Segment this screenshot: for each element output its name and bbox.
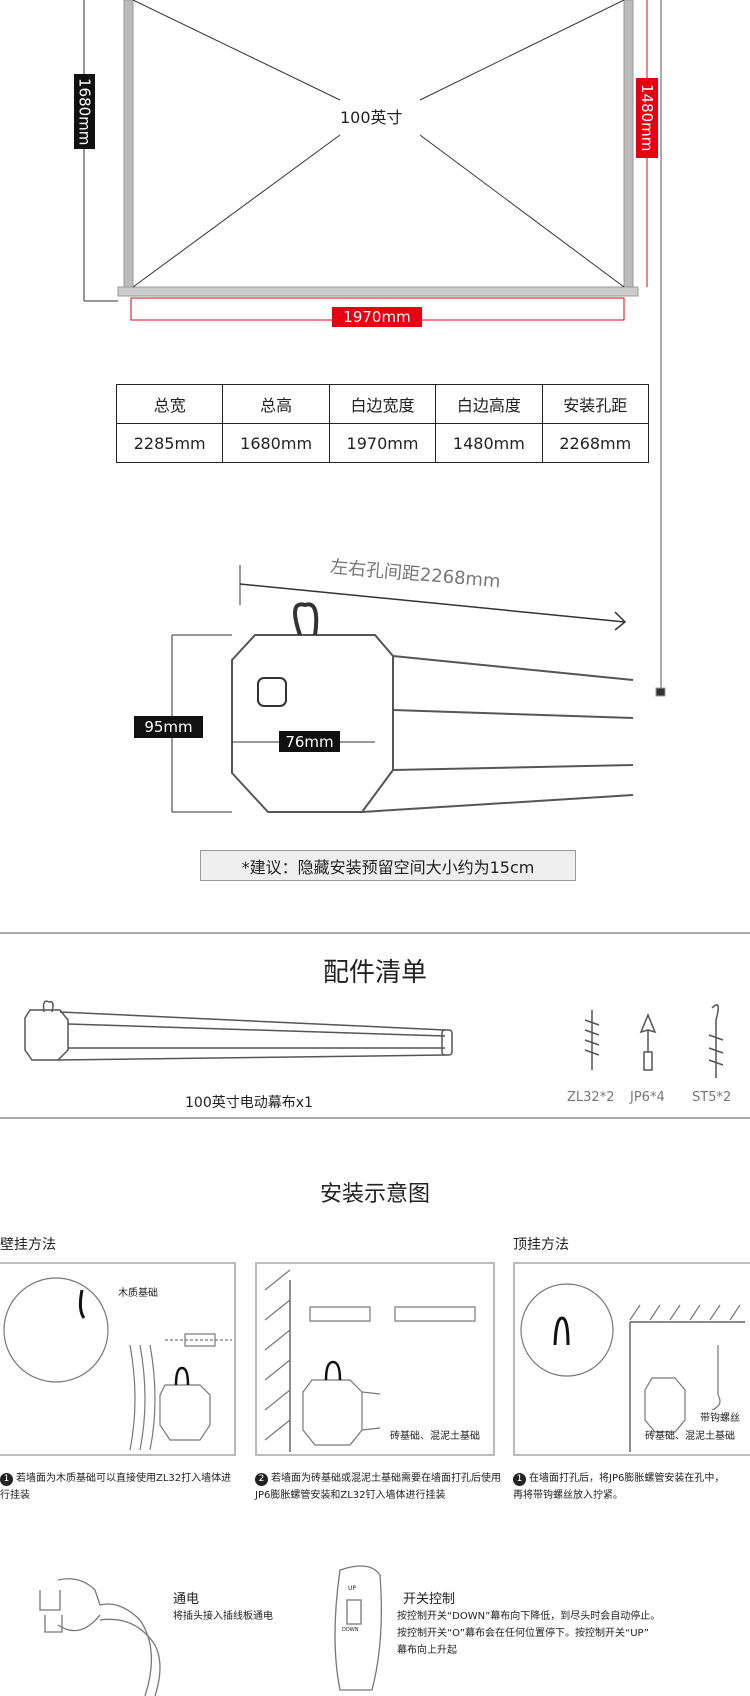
power-text: 将插头接入插线板通电 — [173, 1611, 273, 1622]
header-cell: 白边高度 — [435, 384, 543, 424]
housing-height-label: 95mm — [134, 716, 203, 738]
box-label: 带钩螺丝 — [700, 1413, 740, 1424]
switch-line: 按控制开关“DOWN”幕布向下降低，到尽头时会自动停止。 — [397, 1611, 661, 1622]
table-header-row: 总宽 总高 白边宽度 白边高度 安装孔距 — [115, 384, 650, 424]
screen-size-label: 100英寸 — [340, 108, 403, 127]
step-number: 1 — [0, 1473, 13, 1486]
switch-line: 按控制开关“O”幕布会在任何位置停下。按控制开关“UP” — [397, 1628, 649, 1639]
step-text: 在墙面打孔后，将JP6膨胀螺管安装在孔中，再将带钩螺丝放入拧紧。 — [513, 1473, 725, 1501]
header-cell: 白边宽度 — [328, 384, 437, 424]
header-cell: 总宽 — [115, 384, 224, 424]
wall-mount-title: 壁挂方法 — [0, 1237, 56, 1253]
wall-brick-diagram — [255, 1262, 495, 1456]
value-cell: 1680mm — [222, 423, 330, 463]
step-number: 1 — [513, 1473, 526, 1486]
step-text: 若墙面为木质基础可以直接使用ZL32打入墙体进行挂装 — [0, 1473, 232, 1501]
table-row: 2285mm 1680mm 1970mm 1480mm 2268mm — [115, 423, 650, 463]
box-label: 砖基础、混泥土基础 — [645, 1431, 735, 1442]
header-cell: 总高 — [222, 384, 330, 424]
step-text: 若墙面为砖基础或混泥土基础需要在墙面打孔后使用JP6膨胀螺管安装和ZL32钉入墙… — [255, 1473, 501, 1501]
main-item-label: 100英寸电动幕布x1 — [185, 1095, 313, 1111]
value-cell: 1480mm — [435, 423, 543, 463]
housing-width-label: 76mm — [279, 731, 340, 752]
spec-table: 总宽 总高 白边宽度 白边高度 安装孔距 2285mm 1680mm 1970m… — [115, 384, 650, 463]
value-cell: 2268mm — [541, 423, 650, 463]
step-number: 2 — [255, 1473, 268, 1486]
housing-drawing — [171, 565, 634, 813]
ceiling-mount-title: 顶挂方法 — [513, 1237, 569, 1253]
part-label: ST5*2 — [692, 1090, 732, 1105]
box-label: 砖基础、混泥土基础 — [390, 1431, 480, 1442]
part-label: JP6*4 — [630, 1090, 665, 1105]
tube-drawing — [24, 1000, 724, 1078]
part-label: ZL32*2 — [567, 1090, 615, 1105]
header-cell: 安装孔距 — [541, 384, 650, 424]
switch-line: 幕布向上升起 — [397, 1645, 457, 1656]
power-title: 通电 — [173, 1592, 200, 1607]
suggestion-box: *建议：隐藏安装预留空间大小约为15cm — [200, 850, 576, 881]
switch-text: 按控制开关“DOWN”幕布向下降低，到尽头时会自动停止。 按控制开关“O”幕布会… — [397, 1608, 660, 1659]
switch-up-label: UP — [348, 1585, 357, 1592]
box-label: 木质基础 — [118, 1288, 158, 1299]
accessories-title: 配件清单 — [322, 958, 427, 988]
install-title: 安装示意图 — [319, 1182, 430, 1207]
value-cell: 1970mm — [328, 423, 437, 463]
white-height-label: 1480mm — [636, 78, 658, 158]
power-drawings — [39, 1565, 383, 1696]
switch-down-label: DOWN — [342, 1627, 359, 1633]
value-cell: 2285mm — [115, 423, 224, 463]
white-width-label: 1970mm — [332, 307, 422, 327]
height-1680-label: 1680mm — [74, 74, 95, 149]
switch-title: 开关控制 — [403, 1592, 456, 1607]
